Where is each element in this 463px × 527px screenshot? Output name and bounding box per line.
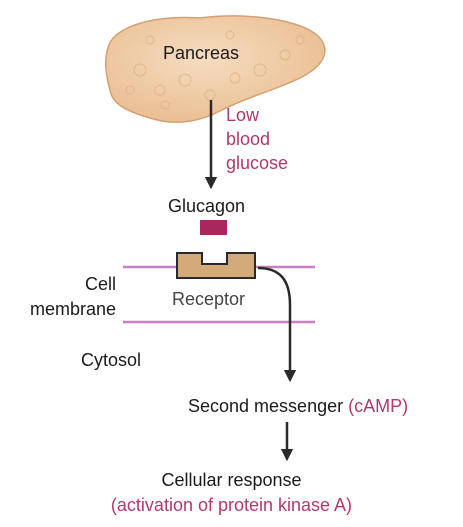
receptor-shape (176, 252, 256, 279)
cell-membrane-label-line-1: Cell (84, 274, 116, 294)
second-messenger-text: Second messenger (188, 396, 344, 416)
second-messenger-label: Second messenger (cAMP) (188, 395, 408, 417)
stimulus-label-line-2: blood (226, 129, 271, 149)
stimulus-label-line-3: glucose (226, 153, 289, 173)
pancreas-label: Pancreas (163, 43, 240, 63)
cell-membrane-label-line-2: membrane (29, 299, 116, 319)
cytosol-label: Cytosol (81, 350, 142, 370)
cellular-response-highlight: (activation of protein kinase A) (110, 495, 353, 515)
receptor-label: Receptor (172, 289, 246, 309)
cellular-response-label: Cellular response (161, 470, 302, 490)
stimulus-label-line-1: Low (226, 105, 260, 125)
pancreas-organ (105, 15, 326, 123)
arrow-receptor-to-second-messenger (257, 266, 297, 383)
glucagon-molecule (200, 220, 227, 235)
second-messenger-highlight: (cAMP) (348, 396, 409, 416)
glucagon-label: Glucagon (168, 196, 246, 216)
